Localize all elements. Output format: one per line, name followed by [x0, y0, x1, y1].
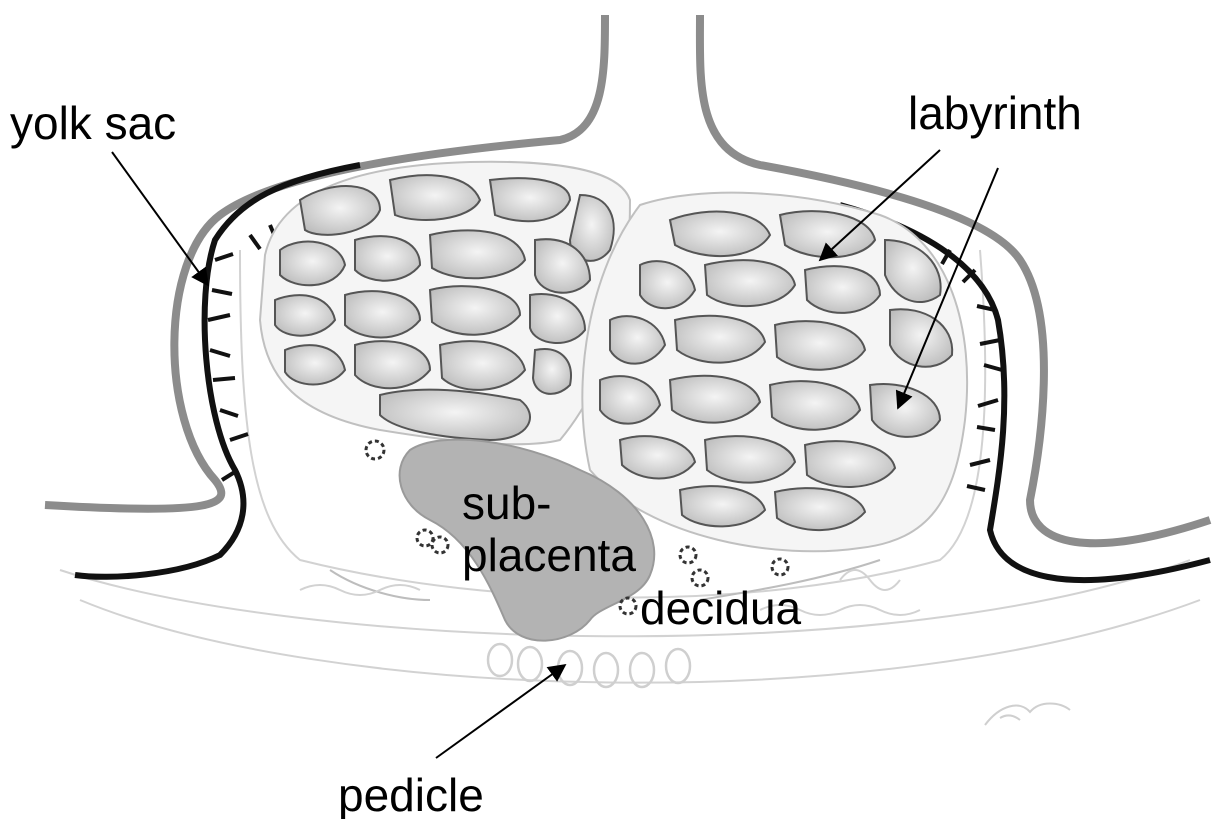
decidua-label: decidua	[640, 585, 801, 631]
placenta-label: placenta	[462, 532, 636, 578]
sub-label: sub-	[462, 480, 551, 526]
labyrinth-label: labyrinth	[908, 90, 1082, 136]
pedicle-label: pedicle	[338, 772, 484, 818]
signature-mark	[985, 704, 1070, 726]
yolk-sac-label: yolk sac	[10, 100, 176, 146]
yolk-sac-arrow	[112, 152, 208, 285]
